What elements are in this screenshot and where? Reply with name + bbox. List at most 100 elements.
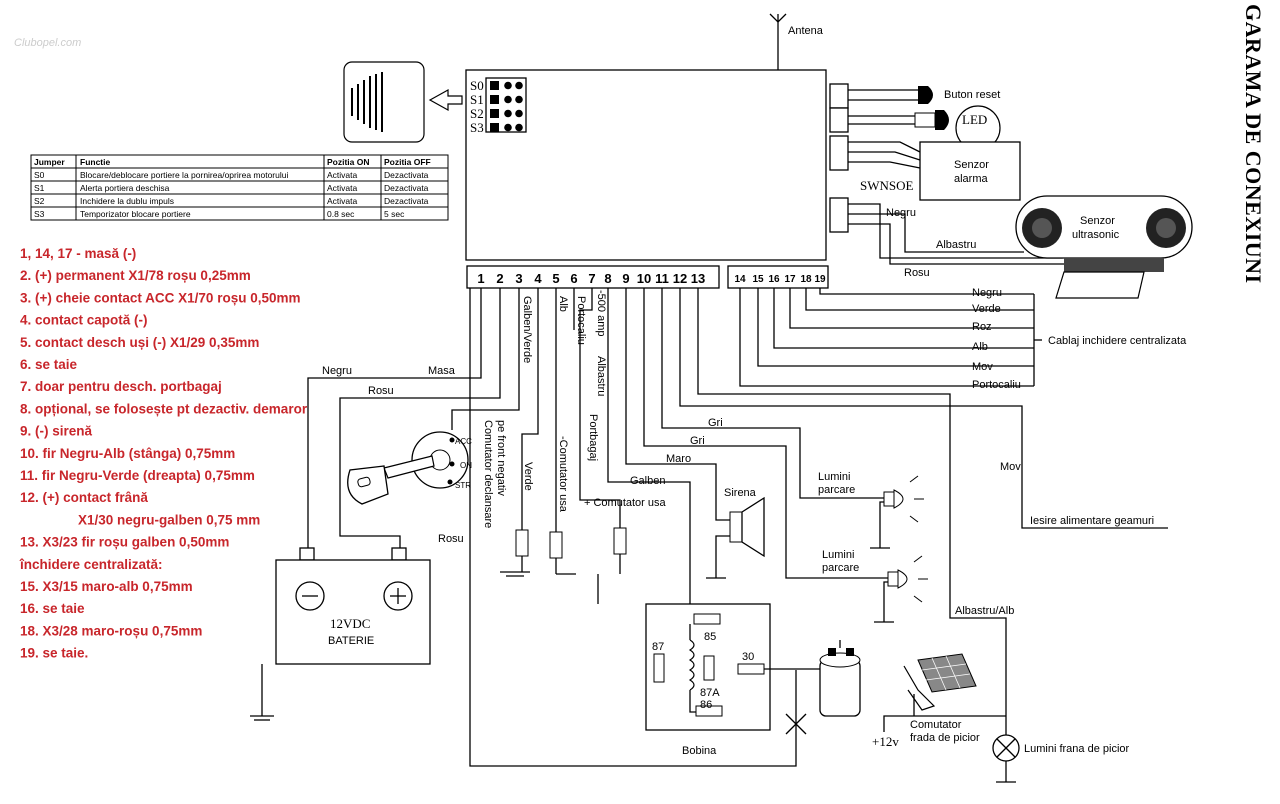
coil-label: Bobina (682, 745, 717, 757)
pin-11: 11 (655, 271, 669, 286)
table-cell: Dezactivata (384, 196, 429, 206)
parking-light-1: Lumini parcare (818, 471, 924, 549)
th-functie: Functie (80, 157, 110, 167)
note-line: 9. (-) sirenă (20, 424, 93, 439)
hood-switch-label-2: pe front negativ (495, 420, 507, 496)
wire-mov: Mov (1000, 461, 1021, 473)
pin-14: 14 (734, 274, 746, 285)
watermark: Clubopel.com (14, 37, 81, 49)
relay: 85 87 87A 86 30 Bobina (645, 603, 820, 757)
brake-lights-label: Lumini frana de picior (1024, 743, 1130, 755)
pin-3: 3 (515, 271, 522, 286)
amp500-label: -500 amp (595, 290, 607, 336)
jumper-s0: S0 (470, 78, 484, 93)
note-line: 3. (+) cheie contact ACC X1/70 roșu 0,50… (20, 290, 300, 305)
wire-gri-1: Gri (708, 417, 723, 429)
pin-8: 8 (604, 271, 611, 286)
parking-light-2: Lumini parcare (822, 549, 928, 623)
jumper-s3: S3 (470, 120, 484, 135)
siren-label: Sirena (724, 487, 757, 499)
unit-right-connectors: Buton reset LED Senzor alarma SWNSOE Neg… (829, 83, 1193, 299)
wire-albastru-alb: Albastru/Alb (955, 605, 1014, 617)
wire-galben: Galben (630, 475, 665, 487)
window-power-label: Iesire alimentare geamuri (1030, 515, 1154, 527)
jumper-illustration (343, 61, 463, 143)
ultrasonic-label-2: ultrasonic (1072, 229, 1120, 241)
parking-light-1-label-2: parcare (818, 484, 855, 496)
th-jumper: Jumper (34, 157, 65, 167)
installation-notes: 1, 14, 17 - masă (-)2. (+) permanent X1/… (19, 246, 308, 661)
locking-wire-label: Mov (972, 361, 993, 373)
note-line: 12. (+) contact frână (20, 490, 148, 505)
wire-albastru: Albastru (595, 356, 607, 396)
table-cell: Dezactivata (384, 170, 429, 180)
note-line: 15. X3/15 maro-alb 0,75mm (20, 579, 193, 594)
brake-switch-label-1: Comutator (910, 719, 962, 731)
jumper-block: S0 S1 S2 S3 (470, 77, 527, 135)
table-cell: S3 (34, 209, 45, 219)
wires: Masa Negru Rosu Galben/Verde Comutator d… (307, 288, 1187, 767)
brake-switch-label-2: frada de picior (910, 732, 980, 744)
pin-2: 2 (496, 271, 503, 286)
pin-10: 10 (637, 271, 651, 286)
note-line: 2. (+) permanent X1/78 roșu 0,25mm (20, 268, 251, 283)
pin-9: 9 (622, 271, 629, 286)
pin-6: 6 (570, 271, 577, 286)
door-switch-minus-label: -Comutator usa (557, 436, 569, 513)
relay-pin-87: 87 (652, 641, 664, 653)
locking-wire-label: Roz (972, 321, 992, 333)
door-switch-plus-label: + Comutator usa (584, 497, 667, 509)
ignition-acc: ACC (455, 437, 472, 446)
note-line: 19. se taie. (20, 646, 88, 661)
table-cell: Alerta portiera deschisa (80, 183, 170, 193)
ignition-str: STR (455, 481, 471, 490)
note-line: 5. contact desch uși (-) X1/29 0,35mm (20, 335, 259, 350)
note-line: 13. X3/23 fir roșu galben 0,50mm (20, 535, 229, 550)
pin-1: 1 (477, 271, 484, 286)
th-pozitia-on: Pozitia ON (327, 157, 370, 167)
note-line: 18. X3/28 maro-roșu 0,75mm (20, 623, 202, 638)
pin-connector-left (466, 265, 720, 289)
key-icon (347, 455, 435, 505)
th-pozitia-off: Pozitia OFF (384, 157, 431, 167)
ignition-switch: ACC ON STR (347, 431, 472, 505)
sensor-wire-rosu: Rosu (904, 267, 930, 279)
table-cell: S2 (34, 196, 45, 206)
wire-galben-verde: Galben/Verde (521, 296, 533, 363)
hood-switch-label-1: Comutator declansare (482, 420, 494, 528)
battery-label-1: 12VDC (330, 616, 370, 631)
locking-wire-label: Alb (972, 341, 988, 353)
pin-5: 5 (552, 271, 559, 286)
brake-pedal-switch: Comutator frada de picior +12v Lumini fr… (872, 653, 1130, 783)
sensor-wire-negru: Negru (886, 207, 916, 219)
alarm-sensor-label-1: Senzor (954, 159, 989, 171)
table-cell: Temporizator blocare portiere (80, 209, 191, 219)
wire-negru: Negru (322, 365, 352, 377)
parking-light-2-label-1: Lumini (822, 549, 854, 561)
control-unit: Antena (465, 13, 827, 261)
table-cell: S0 (34, 170, 45, 180)
pin-19: 19 (814, 274, 826, 285)
note-line: 4. contact capotă (-) (20, 313, 148, 328)
wire-masa: Masa (428, 365, 456, 377)
relay-pin-85: 85 (704, 631, 716, 643)
ultrasonic-label-1: Senzor (1080, 215, 1115, 227)
wire-portocaliu: Portocaliu (575, 296, 587, 345)
battery-label-2: BATERIE (328, 635, 374, 647)
table-cell: S1 (34, 183, 45, 193)
note-line: 16. se taie (20, 601, 85, 616)
table-cell: Inchidere la dublu impuls (80, 196, 174, 206)
note-line: 6. se taie (20, 357, 78, 372)
note-line: închidere centralizată: (19, 557, 163, 572)
ignition-on: ON (460, 461, 472, 470)
wire-alb: Alb (557, 296, 569, 312)
table-cell: 5 sec (384, 209, 405, 219)
parking-light-1-label-1: Lumini (818, 471, 850, 483)
table-cell: Blocare/deblocare portiere la pornirea/o… (80, 170, 288, 180)
portbagaj-label: Portbagaj (587, 414, 599, 461)
pin-7: 7 (588, 271, 595, 286)
table-cell: Dezactivata (384, 183, 429, 193)
pin-13: 13 (691, 271, 705, 286)
